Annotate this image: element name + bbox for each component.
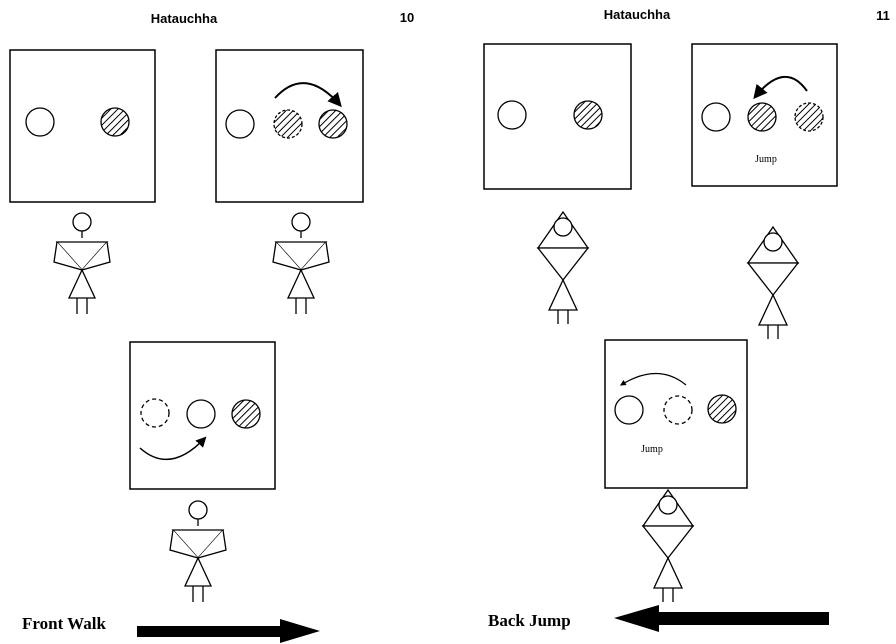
dashed-circle [140, 398, 170, 428]
direction-arrow-right [137, 619, 320, 643]
hatched-dashed-circle [273, 109, 303, 139]
left-panel-1 [9, 49, 156, 203]
move-arrow [274, 82, 342, 108]
front-figure [272, 212, 330, 314]
hatched-dashed-circle [794, 102, 824, 132]
direction-arrow-left [614, 605, 829, 632]
left-panel-3 [129, 341, 276, 490]
front-figure [169, 500, 227, 602]
right-page-number: 11 [876, 8, 890, 23]
hatched-circle [231, 399, 261, 429]
dashed-circle [663, 395, 693, 425]
jump-arrow [753, 75, 808, 100]
plain-circle [614, 395, 644, 425]
jump-arrow [619, 373, 687, 386]
hatched-circle [318, 109, 348, 139]
right-panel-3: Jump [604, 339, 748, 489]
back-figure [746, 225, 800, 339]
hatched-circle [573, 100, 603, 130]
plain-circle [25, 107, 55, 137]
left-page-title: Hatauchha [151, 11, 218, 26]
back-figure [641, 488, 695, 602]
left-caption: Front Walk [22, 614, 106, 633]
left-page-number: 10 [400, 10, 414, 25]
right-panel-1 [483, 43, 632, 190]
right-panel-2: Jump [691, 43, 838, 187]
plain-circle [497, 100, 527, 130]
hatched-circle [747, 102, 777, 132]
move-arrow [139, 436, 207, 461]
right-page-title: Hatauchha [604, 7, 671, 22]
plain-circle [225, 109, 255, 139]
hatched-circle [100, 107, 130, 137]
plain-circle [701, 102, 731, 132]
plain-circle [186, 399, 216, 429]
jump-label: Jump [755, 154, 777, 165]
jump-label: Jump [641, 444, 663, 455]
hatched-circle [707, 394, 737, 424]
right-caption: Back Jump [488, 611, 571, 630]
back-figure [536, 210, 590, 324]
left-panel-2 [215, 49, 364, 203]
front-figure [53, 212, 111, 314]
